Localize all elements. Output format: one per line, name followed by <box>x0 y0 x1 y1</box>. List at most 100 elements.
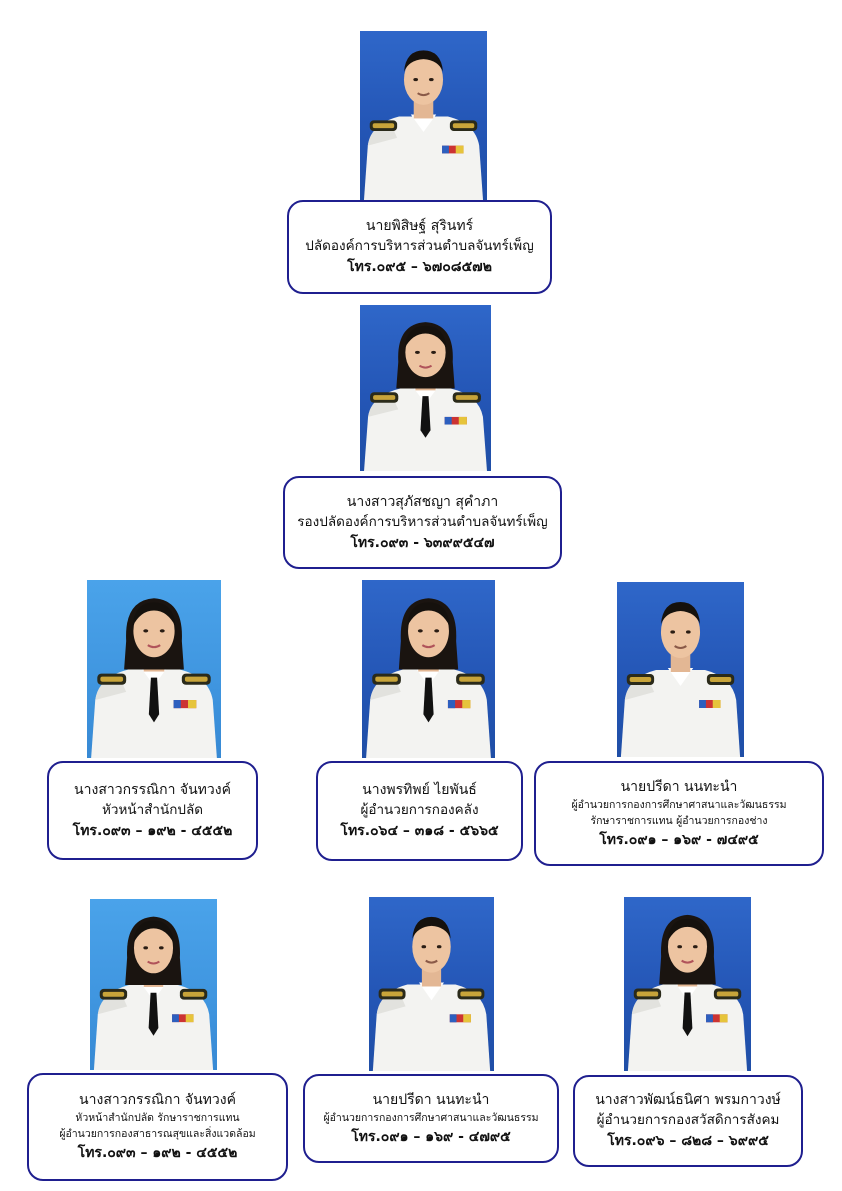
phone-number: โทร.๐๙๑ – ๑๖๙ - ๗๔๙๕ <box>599 831 759 848</box>
shoulder-embroidery-left <box>100 676 124 682</box>
face <box>667 920 708 973</box>
person-name: นางสาวพัฒน์ธนิศา พรมกาวงษ์ <box>595 1092 781 1108</box>
hair-top <box>660 602 701 624</box>
mouth <box>681 959 694 964</box>
portrait-silhouette <box>363 50 484 201</box>
info-card: นางสาวสุภัสชญา สุคำภา รองปลัดองค์การบริห… <box>283 476 562 569</box>
person-name: นางสาวสุภัสชญา สุคำภา <box>346 493 499 510</box>
portrait-silhouette <box>364 322 487 471</box>
eye-left <box>421 945 427 949</box>
hair-top <box>132 920 175 944</box>
portrait-silhouette <box>620 602 741 757</box>
portrait-silhouette <box>366 598 491 758</box>
phone-number: โทร.๐๙๖ – ๘๒๘ – ๖๙๙๕ <box>607 1133 769 1149</box>
medal-ribbons <box>173 700 197 709</box>
necktie <box>423 677 434 723</box>
medal-ribbon-yellow <box>463 1014 471 1023</box>
person-name: นายพิสิษฐ์ สุรินทร์ <box>365 218 474 234</box>
mouth <box>147 960 160 965</box>
medal-ribbons <box>449 1014 471 1023</box>
hair-top <box>132 602 176 627</box>
eye-left <box>143 629 149 633</box>
hair-top <box>404 325 447 349</box>
position-line: หัวหน้าสำนักปลัด <box>101 801 204 818</box>
medal-ribbons <box>699 700 721 708</box>
shoulder-embroidery-left <box>373 395 396 400</box>
eye-right <box>685 630 691 634</box>
portrait-silhouette <box>372 916 491 1071</box>
portrait-photo <box>369 897 494 1071</box>
eye-left <box>677 945 683 949</box>
eye-left <box>417 629 423 633</box>
face <box>403 54 444 105</box>
person-name: นางสาวกรรณิกา จันทวงค์ <box>74 781 231 798</box>
portrait-silhouette <box>91 598 217 758</box>
medal-ribbons <box>447 700 471 709</box>
info-card: นางสาวพัฒน์ธนิศา พรมกาวงษ์ ผู้อำนวยการกอ… <box>573 1075 803 1167</box>
face <box>133 604 175 658</box>
necktie <box>682 992 693 1037</box>
collar <box>674 982 701 1001</box>
person-name: นางพรทิพย์ ไยพันธ์ <box>362 782 477 798</box>
portrait-silhouette <box>627 914 748 1071</box>
position-line: รักษาราชการแทน ผู้อำนวยการกองช่าง <box>590 814 768 827</box>
hair-top <box>412 916 451 939</box>
medal-ribbon-blue <box>442 145 449 154</box>
phone-number: โทร.๐๙๑ – ๑๖๙ - ๔๗๙๕ <box>351 1128 511 1145</box>
info-card: นายพิสิษฐ์ สุรินทร์ ปลัดองค์การบริหารส่ว… <box>287 200 552 294</box>
person-name: นายปรีดา นนทะนำ <box>620 778 738 795</box>
position-line: ผู้อำนวยการกองสวัสดิการสังคม <box>596 1112 780 1128</box>
position-line: ผู้อำนวยการกองสาธารณสุขและสิ่งแวดล้อม <box>59 1128 256 1140</box>
phone-number: โทร.๐๖๔ – ๓๑๘ - ๕๖๖๕ <box>340 823 499 839</box>
medal-ribbon-blue <box>706 1014 713 1023</box>
eye-left <box>670 630 676 634</box>
collar <box>410 114 437 133</box>
eye-right <box>158 946 164 950</box>
face <box>412 920 451 973</box>
eye-right <box>434 629 440 633</box>
person-name: นางสาวกรรณิกา จันทวงค์ <box>79 1092 236 1108</box>
mouth <box>421 644 436 649</box>
medal-ribbon-blue <box>699 700 706 708</box>
info-card: นางสาวกรรณิกา จันทวงค์ หัวหน้าสำนักปลัด … <box>47 761 258 860</box>
collar <box>415 667 442 686</box>
shoulder-embroidery-left <box>381 991 403 997</box>
medal-ribbon-blue <box>173 700 181 709</box>
info-card: นายปรีดา นนทะนำ ผู้อำนวยการกองการศึกษาศา… <box>303 1074 559 1163</box>
mouth <box>417 92 430 97</box>
phone-number: โทร.๐๙๓ – ๑๙๒ - ๔๕๕๒ <box>77 1145 238 1161</box>
position-line: ผู้อำนวยการกองการศึกษาศาสนาและวัฒนธรรม <box>323 1111 539 1124</box>
phone-number: โทร.๐๙๕ – ๖๗๐๘๕๗๒ <box>347 259 492 275</box>
medal-ribbon-blue <box>172 1014 179 1023</box>
portrait-photo <box>90 899 217 1070</box>
portrait-photo <box>360 31 487 201</box>
medal-ribbon-yellow <box>188 700 197 709</box>
shoulder-embroidery-right <box>184 676 208 682</box>
shoulder-embroidery-left <box>375 676 398 682</box>
portrait-photo <box>617 582 744 757</box>
necktie <box>420 396 431 438</box>
mouth <box>425 959 438 964</box>
medal-ribbon-yellow <box>455 145 464 154</box>
eye-right <box>428 78 434 82</box>
face <box>405 327 446 378</box>
eye-left <box>413 78 419 82</box>
eye-left <box>143 946 149 950</box>
eye-right <box>436 945 442 949</box>
shoulder-embroidery-right <box>459 676 482 682</box>
position-line: ปลัดองค์การบริหารส่วนตำบลจันทร์เพ็ญ <box>305 238 534 254</box>
collar <box>140 667 168 686</box>
face <box>408 604 449 658</box>
eye-right <box>431 350 436 354</box>
medal-ribbon-yellow <box>458 416 467 425</box>
position-line: ผู้อำนวยการกองการศึกษาศาสนาและวัฒนธรรม <box>571 798 787 811</box>
mouth <box>418 364 433 369</box>
medal-ribbon-yellow <box>462 700 471 709</box>
shoulder-embroidery-right <box>182 991 205 997</box>
portrait-photo <box>87 580 221 758</box>
medal-ribbon-blue <box>447 700 456 709</box>
medal-ribbons <box>444 416 467 425</box>
shoulder-embroidery-right <box>460 991 482 997</box>
phone-number: โทร.๐๙๓ – ๑๙๒ - ๔๕๕๒ <box>72 822 233 839</box>
collar <box>419 982 444 1001</box>
